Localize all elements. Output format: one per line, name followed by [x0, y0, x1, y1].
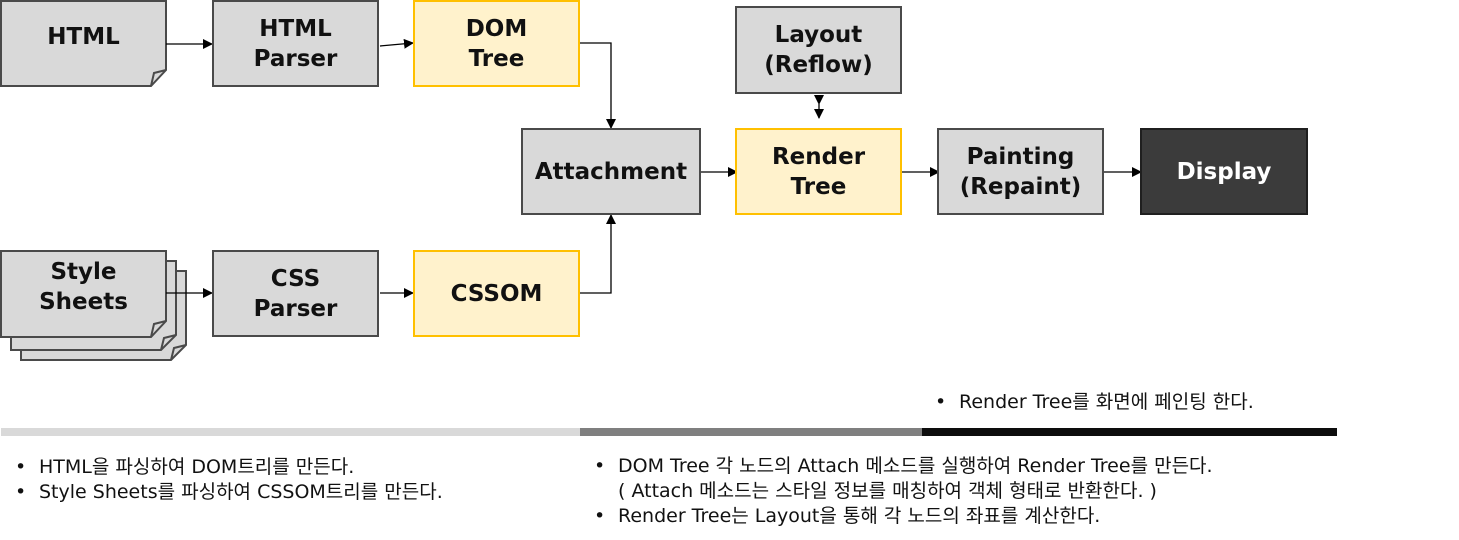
html-node-label: HTML	[47, 24, 120, 50]
attachment-notes: DOM Tree 각 노드의 Attach 메소드를 실행하여 Render T…	[590, 454, 1213, 529]
attachment-node: Attachment	[521, 128, 701, 215]
parsing-note-html: HTML을 파싱하여 DOM트리를 만든다.	[11, 455, 443, 480]
dom-tree-node: DOM Tree	[413, 0, 580, 87]
painting-node: Painting (Repaint)	[937, 128, 1104, 215]
parsing-note-css: Style Sheets를 파싱하여 CSSOM트리를 만든다.	[11, 480, 443, 505]
painting-notes: Render Tree를 화면에 페인팅 한다.	[931, 390, 1254, 415]
layout-label: Layout (Reflow)	[764, 22, 873, 78]
html-node: HTML	[1, 1, 166, 73]
html-parser-label: HTML Parser	[253, 15, 338, 72]
stage-bar-parsing	[1, 428, 580, 436]
arrow-parser-to-dom	[379, 38, 414, 49]
attachment-note-2: Render Tree는 Layout을 통해 각 노드의 좌표를 계산한다.	[590, 504, 1213, 529]
cssom-label: CSSOM	[450, 280, 543, 307]
display-label: Display	[1176, 158, 1272, 185]
stage-bar-painting	[922, 428, 1337, 436]
html-document-shape	[0, 0, 167, 87]
dom-tree-label: DOM Tree	[465, 15, 528, 72]
arrow-dom-to-attachment	[579, 42, 616, 129]
arrow-cssom-to-attachment	[579, 214, 616, 294]
painting-note: Render Tree를 화면에 페인팅 한다.	[931, 390, 1254, 415]
cssom-node: CSSOM	[413, 250, 580, 337]
attachment-note-1-detail: ( Attach 메소드는 스타일 정보를 매칭하여 객체 형태로 반환한다. …	[618, 480, 1157, 502]
render-tree-node: Render Tree	[735, 128, 902, 215]
style-sheets-node: Style Sheets	[1, 251, 166, 323]
stylesheet-document-shape-1	[0, 250, 167, 338]
display-node: Display	[1140, 128, 1308, 215]
html-parser-node: HTML Parser	[212, 0, 379, 87]
painting-label: Painting (Repaint)	[959, 143, 1082, 200]
css-parser-label: CSS Parser	[253, 265, 338, 322]
layout-node: Layout (Reflow)	[735, 6, 902, 94]
attachment-note-1: DOM Tree 각 노드의 Attach 메소드를 실행하여 Render T…	[590, 454, 1213, 479]
stage-bar-attachment	[580, 428, 922, 436]
parsing-notes: HTML을 파싱하여 DOM트리를 만든다. Style Sheets를 파싱하…	[11, 455, 443, 505]
css-parser-node: CSS Parser	[212, 250, 379, 337]
render-tree-label: Render Tree	[771, 143, 866, 200]
style-sheets-node-label: Style Sheets	[39, 259, 128, 315]
attachment-label: Attachment	[534, 158, 688, 185]
